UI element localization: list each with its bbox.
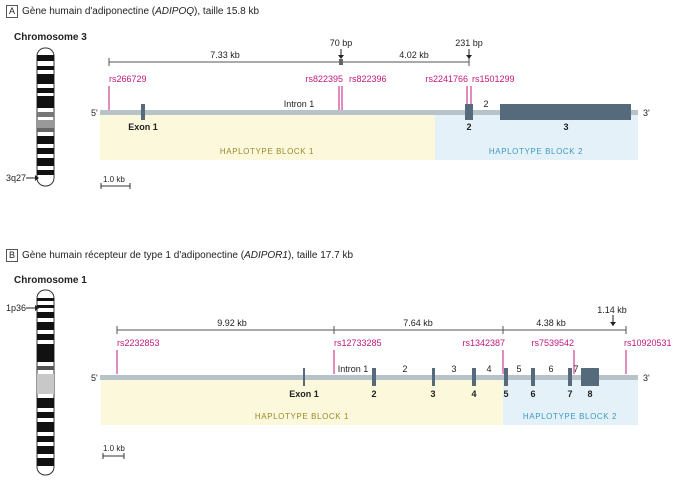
panel-b-title-pre: Gène humain récepteur de type 1 d'adipon…	[22, 250, 245, 261]
panel-b-scale-label: 1.0 kb	[103, 444, 125, 453]
panel-b-distance-4: 1.14 kb	[597, 305, 627, 315]
panel-a-distance-3: 4.02 kb	[399, 50, 429, 60]
panel-a-gene-name: ADIPOQ	[155, 6, 195, 17]
panel-a-scale-bar	[100, 183, 131, 189]
panel-b-intron-label-3: 3	[451, 364, 456, 374]
panel-b-exon-3	[432, 368, 435, 386]
panel-b-intron-label-2: 2	[402, 364, 407, 374]
panel-b-exon-5	[504, 368, 508, 386]
panel-a-three-prime: 3'	[643, 108, 650, 118]
panel-a-snp-4: rs2241766	[425, 74, 468, 84]
panel-b-intron-label-6: 6	[548, 364, 553, 374]
panel-b-locus-label: 1p36	[6, 303, 26, 313]
panel-a-title-post: ), taille 15.8 kb	[194, 6, 260, 17]
panel-b-distance-1: 9.92 kb	[217, 318, 247, 328]
panel-a-gene-line	[100, 110, 638, 115]
panel-a-snp-5: rs1501299	[472, 74, 515, 84]
panel-a-distance-bar	[108, 49, 472, 66]
panel-b-chromosome-label: Chromosome 1	[14, 275, 87, 286]
panel-a-intron-label-1: Intron 1	[284, 99, 315, 109]
panel-b-exon-4	[472, 368, 476, 386]
panel-b-block-2-label: HAPLOTYPE BLOCK 2	[523, 412, 617, 421]
panel-b-exon-1	[303, 368, 305, 386]
chromosome-3-ideogram	[36, 47, 55, 187]
panel-b-exon-label-6: 6	[530, 389, 535, 399]
panel-a-distance-1: 7.33 kb	[210, 50, 240, 60]
panel-a-snp-1: rs266729	[109, 74, 147, 84]
panel-b-letter: B	[6, 249, 18, 262]
panel-a-locus-label: 3q27	[6, 173, 26, 183]
panel-b-exon-label-2: 2	[371, 389, 376, 399]
panel-b-exon-label-3: 3	[430, 389, 435, 399]
panel-a-distance-4: 231 bp	[455, 38, 483, 48]
panel-b-exon-label-8: 8	[587, 389, 592, 399]
chromosome-1-ideogram	[36, 289, 55, 476]
panel-b-intron-label-5: 5	[516, 364, 521, 374]
panel-b-three-prime: 3'	[643, 373, 650, 383]
panel-b-snp-2: rs12733285	[334, 338, 382, 348]
panel-a-intron-label-2: 2	[483, 99, 488, 109]
panel-b-block-1-label: HAPLOTYPE BLOCK 1	[255, 412, 349, 421]
panel-a-exon-1	[141, 104, 145, 120]
panel-b-haplotype-block-1	[101, 380, 503, 425]
panel-b-exon-label-5: 5	[503, 389, 508, 399]
panel-b-intron-label-4: 4	[486, 364, 491, 374]
panel-b-five-prime: 5'	[91, 373, 98, 383]
panel-b-snp-4: rs7539542	[531, 338, 574, 348]
panel-b-exon-8	[581, 368, 599, 386]
panel-a-letter: A	[6, 5, 18, 18]
panel-a-chromosome-label: Chromosome 3	[14, 32, 87, 43]
panel-b-exon-7	[568, 368, 572, 386]
panel-a-five-prime: 5'	[91, 108, 98, 118]
panel-b-snp-5: rs10920531	[624, 338, 672, 348]
panel-b-distance-2: 7.64 kb	[403, 318, 433, 328]
panel-b-title-post: ), taille 17.7 kb	[287, 250, 354, 261]
panel-b-gene-line	[100, 375, 638, 380]
panel-b-snp-3: rs1342387	[462, 338, 505, 348]
panel-a-block-2-label: HAPLOTYPE BLOCK 2	[489, 147, 583, 156]
panel-b-exon-6	[531, 368, 535, 386]
panel-b-snp-1: rs2232853	[117, 338, 160, 348]
panel-a-exon-label-3: 3	[563, 122, 568, 132]
panel-b-haplotype-block-2	[503, 380, 638, 425]
panel-a-exon-3	[500, 104, 631, 120]
panel-a-title-pre: Gène humain d'adiponectine (	[22, 6, 156, 17]
panel-a-locus-arrow	[26, 175, 39, 181]
panel-b-locus-arrow	[26, 305, 39, 311]
panel-a-haplotype-block-2	[435, 115, 638, 160]
panel-b-intron-label-7: 7	[573, 364, 578, 374]
panel-a-snp-3: rs822396	[349, 74, 387, 84]
panel-b-scale-bar	[102, 453, 125, 459]
panel-a-header: A Gène humain d'adiponectine (ADIPOQ), ta…	[6, 5, 259, 18]
panel-b-exon-label-1: Exon 1	[289, 389, 319, 399]
panel-a-haplotype-block-1	[100, 115, 435, 160]
panel-a-scale-label: 1.0 kb	[103, 175, 125, 184]
panel-a-block-1-label: HAPLOTYPE BLOCK 1	[220, 147, 314, 156]
panel-b-intron-label-1: Intron 1	[338, 364, 369, 374]
panel-b-distance-bar	[116, 315, 627, 334]
panel-a-exon-label-1: Exon 1	[128, 122, 158, 132]
panel-a-distance-2: 70 bp	[330, 38, 353, 48]
panel-a-snp-2: rs822395	[305, 74, 343, 84]
panel-b-distance-3: 4.38 kb	[536, 318, 566, 328]
panel-a-exon-2	[465, 104, 473, 120]
panel-b-header: B Gène humain récepteur de type 1 d'adipo…	[6, 249, 353, 262]
panel-b-exon-label-7: 7	[567, 389, 572, 399]
panel-b-exon-label-4: 4	[471, 389, 476, 399]
panel-b-gene-name: ADIPOR1	[244, 250, 288, 261]
panel-b-snp-markers	[116, 350, 627, 374]
panel-b-exon-2	[372, 368, 376, 386]
panel-a-exon-label-2: 2	[466, 122, 471, 132]
